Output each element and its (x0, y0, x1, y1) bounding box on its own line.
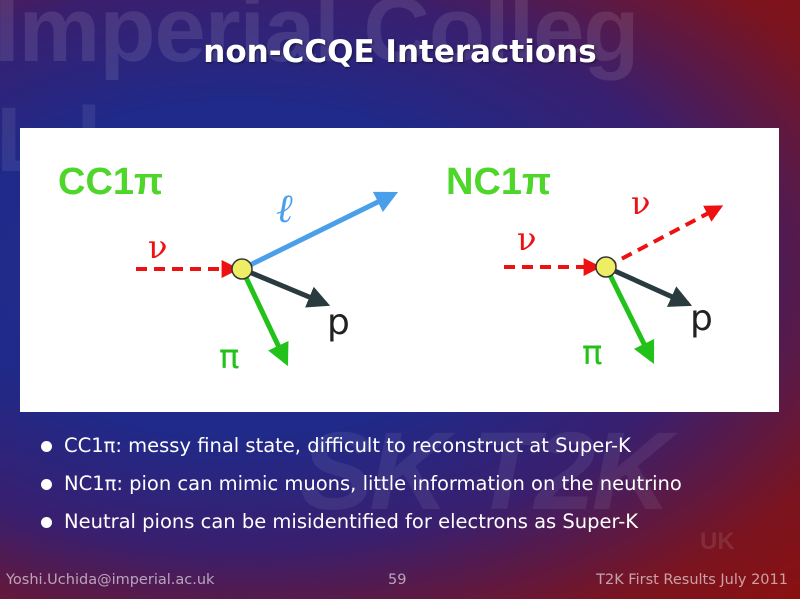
bullet-list: CC1π: messy final state, difficult to re… (40, 432, 780, 546)
cc1pi-label: CC1π (58, 161, 163, 203)
footer-event: T2K First Results July 2011 (596, 572, 788, 588)
experiment-logo-watermark: SK T2K (300, 410, 671, 533)
nc-proton-arrow (604, 264, 693, 307)
bullet-dot-icon (41, 441, 52, 452)
nc-outgoing-neutrino-label: ν (631, 184, 650, 222)
bullet-text: NC1π: pion can mimic muons, little infor… (64, 472, 682, 495)
cc-proton-arrow (241, 266, 331, 308)
nc-pion-arrow (603, 265, 655, 365)
bullet-text: CC1π: messy final state, difficult to re… (64, 434, 631, 457)
cc-pion-arrow (239, 267, 289, 367)
footer-page-number: 59 (388, 572, 407, 588)
footer-email: Yoshi.Uchida@imperial.ac.uk (6, 572, 215, 588)
cc-lepton-arrow (240, 191, 399, 272)
nc-outgoing-neutrino-arrow (605, 205, 724, 269)
watermark-text: Imperial Colleg (0, 0, 639, 81)
bullet-dot-icon (41, 479, 52, 490)
interaction-diagram: CC1π ν ℓ p π NC1π ν ν p π (58, 161, 724, 377)
nc-proton-label: p (690, 298, 713, 339)
experiment-logo-suffix: UK (700, 528, 735, 555)
bullet-item: NC1π: pion can mimic muons, little infor… (40, 470, 780, 508)
interaction-diagram-panel: CC1π ν ℓ p π NC1π ν ν p π (20, 128, 779, 412)
bullet-item: CC1π: messy final state, difficult to re… (40, 432, 780, 470)
nc-incoming-neutrino-label: ν (517, 220, 536, 258)
cc-proton-label: p (327, 302, 350, 343)
nc-interaction-vertex (595, 256, 617, 278)
cc-lepton-label: ℓ (276, 186, 293, 232)
cc-interaction-vertex (231, 258, 253, 280)
slide-title: non-CCQE Interactions (203, 34, 597, 70)
nc1pi-label: NC1π (446, 161, 551, 203)
bullet-item: Neutral pions can be misidentified for e… (40, 508, 780, 546)
bullet-text: Neutral pions can be misidentified for e… (64, 510, 639, 533)
cc-neutrino-label: ν (148, 228, 167, 266)
nc-pion-label: π (582, 333, 602, 373)
cc-pion-label: π (219, 337, 239, 377)
bullet-dot-icon (41, 517, 52, 528)
